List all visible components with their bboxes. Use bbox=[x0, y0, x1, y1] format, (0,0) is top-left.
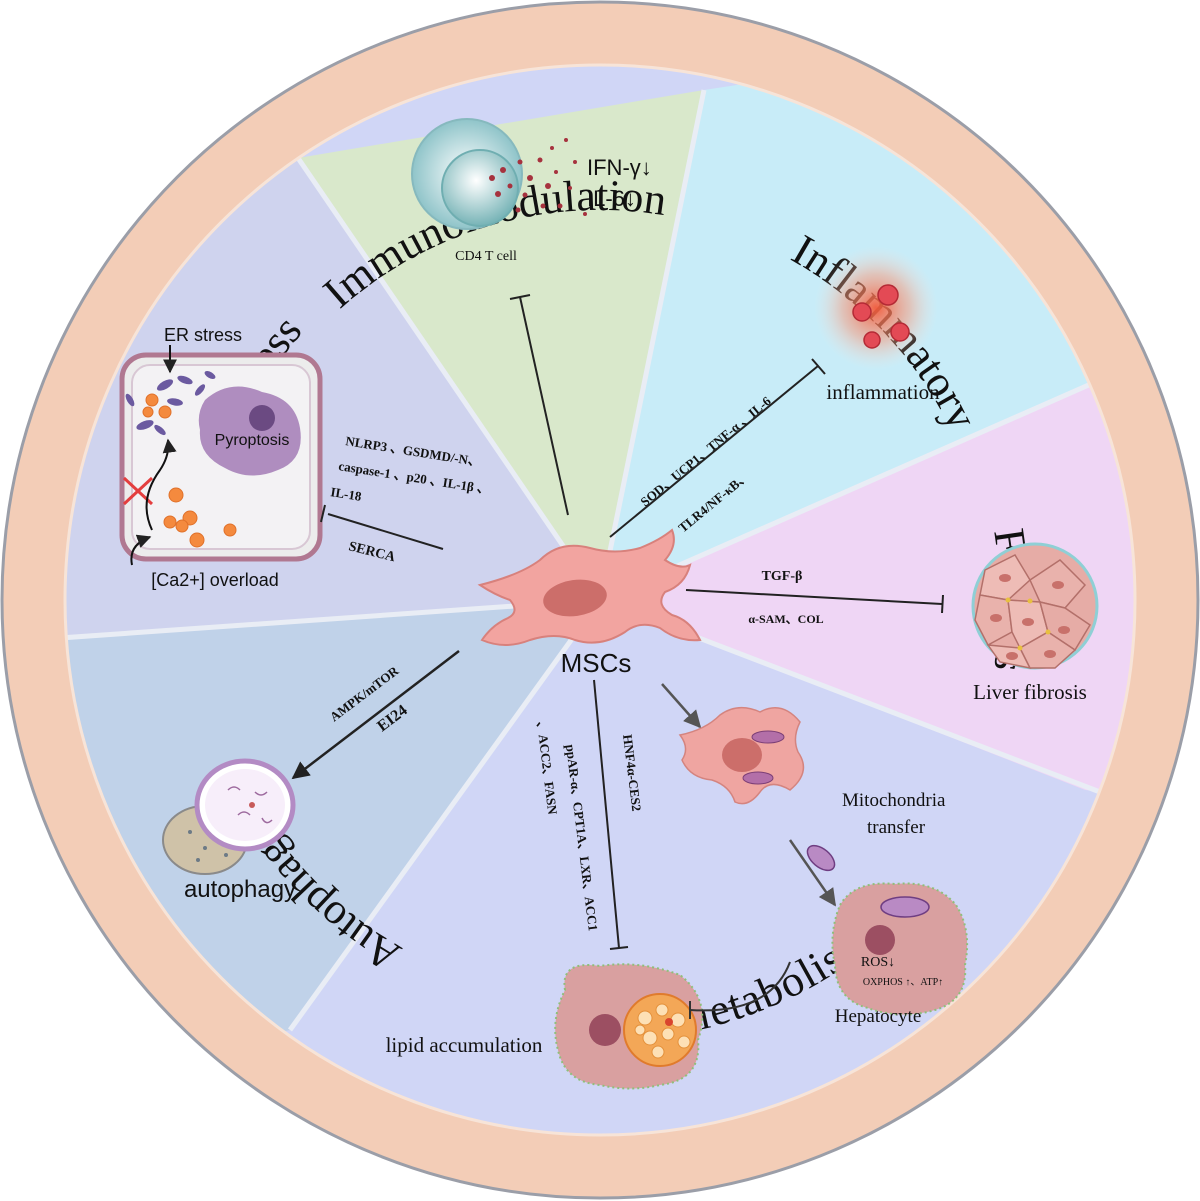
transferred-mitochondrion bbox=[806, 844, 836, 872]
inflammation-glow bbox=[814, 246, 938, 370]
transfer-label: transfer bbox=[867, 817, 926, 838]
autophagy-label: autophagy bbox=[184, 876, 296, 903]
sector-immunomodulation bbox=[298, 90, 704, 600]
arrow-to-hepatocyte bbox=[788, 839, 837, 907]
tgf-beta-label: TGF-β bbox=[762, 569, 803, 584]
ifn-gamma-label: IFN-γ↓ bbox=[587, 155, 652, 180]
hepatocyte-label: Hepatocyte bbox=[835, 1006, 922, 1027]
inhibit-line-er bbox=[327, 513, 444, 550]
er-stress-top-label: ER stress bbox=[164, 325, 242, 345]
er-markers-3: IL-18 bbox=[330, 484, 364, 504]
ros-label: ROS↓ bbox=[861, 955, 895, 970]
autophagosome-illustration bbox=[162, 758, 296, 875]
er-stress-cell bbox=[119, 345, 323, 566]
cd4-tcell-label: CD4 T cell bbox=[455, 249, 517, 264]
hepatocyte-illustration bbox=[831, 882, 969, 1016]
liver-fibrosis-cells bbox=[971, 542, 1099, 670]
tcell-illustration bbox=[411, 118, 587, 230]
liver-fibrosis-label: Liver fibrosis bbox=[973, 680, 1087, 704]
asam-col-label: α-SAM、COL bbox=[748, 612, 823, 626]
msc-label: MSCs bbox=[561, 648, 632, 678]
msc-center-cell bbox=[477, 528, 702, 646]
inflammation-label: inflammation bbox=[826, 380, 940, 404]
inhibit-line-fibrosis bbox=[685, 589, 943, 605]
oxphos-label: OXPHOS ↑、ATP↑ bbox=[863, 977, 943, 988]
il6-label: IL-6↓ bbox=[587, 186, 636, 211]
sector-fibrosis bbox=[600, 380, 1135, 800]
inhibit-curve-hepatocyte bbox=[689, 961, 791, 1012]
calcium-overload-label: [Ca2+] overload bbox=[151, 570, 279, 590]
inhibit-line-lipid bbox=[593, 679, 620, 949]
lipid-cell-illustration bbox=[554, 963, 704, 1090]
arrow-autophagy bbox=[291, 650, 460, 780]
transfer-msc-cell bbox=[678, 706, 805, 805]
pyroptosis-label: Pyroptosis bbox=[215, 432, 290, 449]
mitochondria-label: Mitochondria bbox=[842, 790, 946, 811]
inhibit-line-immuno bbox=[519, 296, 569, 516]
inflammation-cells bbox=[852, 284, 910, 349]
lipid-accumulation-label: lipid accumulation bbox=[386, 1033, 543, 1057]
inhibit-line-inflammatory bbox=[609, 365, 819, 538]
arrow-to-msc-transfer bbox=[661, 683, 702, 729]
